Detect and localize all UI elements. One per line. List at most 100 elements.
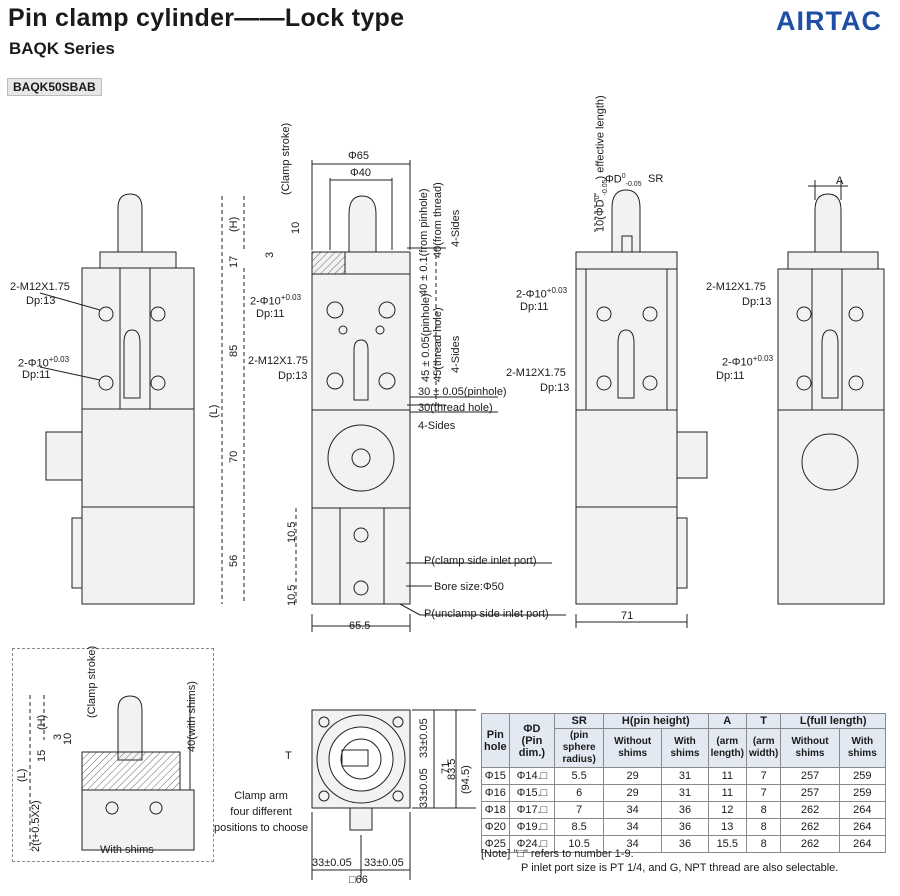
dim-17: 17	[228, 255, 240, 268]
label-m12-left: 2-M12X1.75	[10, 281, 70, 293]
notes: [Note] "□" refers to number 1-9. P inlet…	[481, 847, 838, 875]
dim-30-thread: 30(thread hole)	[418, 402, 493, 414]
label-dp11-right: Dp:11	[520, 301, 549, 313]
dim-clamp-stroke: (Clamp stroke)	[280, 122, 292, 195]
label-phi10-left: 2-Φ10+0.03	[18, 355, 70, 370]
table-cell: Φ24.□	[508, 835, 556, 853]
table-cell: Φ19.□	[508, 818, 556, 836]
dim-3: 3	[264, 251, 276, 258]
th-h-without: Without shims	[603, 728, 663, 768]
label-dp13-left: Dp:13	[26, 295, 56, 307]
table-cell: 36	[661, 801, 709, 819]
dim-phi40: Φ40	[350, 167, 372, 179]
label-p-unclamp: P(unclamp side inlet port)	[424, 608, 549, 620]
table-cell: 8	[745, 835, 782, 853]
dim-33-bottom-b: 33±0.05	[364, 857, 404, 869]
table-cell: 29	[603, 767, 663, 785]
dim-56: 56	[228, 554, 240, 567]
label-m12-far-right: 2-M12X1.75	[706, 281, 766, 293]
table-cell: Φ16	[481, 784, 510, 802]
shim-2t: 2(t+0.5X2)	[30, 800, 42, 852]
table-cell: 7	[745, 784, 782, 802]
shim-15: 15	[36, 749, 48, 762]
label-4-sides-top: 4-Sides	[450, 209, 462, 247]
table-cell: 31	[661, 767, 709, 785]
table-cell: 31	[661, 784, 709, 802]
dim-phi65: Φ65	[348, 150, 370, 162]
table-cell: Φ15.□	[508, 784, 556, 802]
th-phid: ΦD(Pin dim.)	[508, 713, 556, 768]
table-cell: Φ15	[481, 767, 510, 785]
view-main-section	[221, 160, 566, 632]
dim-65-5: 65.5	[349, 620, 371, 632]
label-bore-size: Bore size:Φ50	[434, 581, 504, 593]
dim-71: 71	[621, 610, 634, 622]
dim-83-5: 83.5	[446, 758, 458, 780]
table-cell: Φ25	[481, 835, 510, 853]
label-dp11-far-right: Dp:11	[716, 370, 745, 382]
dim-70: 70	[228, 450, 240, 463]
dim-sr: SR	[648, 173, 664, 185]
dim-40-thread: 40(from thread)	[432, 182, 444, 258]
table-cell: 264	[838, 818, 887, 836]
table-cell: Φ17.□	[508, 801, 556, 819]
table-cell: 13	[707, 818, 747, 836]
table-cell: 8	[745, 818, 782, 836]
svg-text:AIRTAC: AIRTAC	[776, 6, 882, 34]
table-cell: 34	[603, 818, 663, 836]
shim-40-with-shims: 40(with shims)	[186, 681, 198, 752]
shim-h: (H)	[36, 714, 48, 730]
label-phi10-far-right: 2-Φ10+0.03	[722, 354, 774, 369]
table-cell: 5.5	[554, 767, 605, 785]
dim-effective-length: 10(ΦD0-0.05) effective length)	[594, 95, 609, 232]
label-phi10-mid: 2-Φ10+0.03	[250, 293, 302, 308]
label-m12-mid: 2-M12X1.75	[248, 355, 308, 367]
table-cell: Φ20	[481, 818, 510, 836]
view-top	[311, 709, 476, 880]
dim-45-pinhole: 45 ± 0.05(pinhole)	[420, 293, 432, 382]
table-cell: 29	[603, 784, 663, 802]
table-cell: 262	[780, 818, 840, 836]
label-dp11-mid: Dp:11	[256, 308, 285, 320]
table-cell: 36	[661, 835, 709, 853]
page-title: Pin clamp cylinder——Lock type	[8, 4, 405, 32]
th-l: L(full length)	[780, 713, 886, 729]
airtac-logo: AIRTAC	[776, 6, 882, 34]
th-sr: SR	[554, 713, 605, 729]
view-left-side	[39, 193, 195, 605]
dim-square-66: □66	[349, 874, 368, 886]
table-cell: 8.5	[554, 818, 605, 836]
dim-10-5-lower: 10.5	[286, 584, 298, 606]
table-cell: 8	[745, 801, 782, 819]
dim-10-5-upper: 10.5	[286, 521, 298, 543]
table-cell: 11	[707, 767, 747, 785]
th-l-with: With shims	[838, 728, 887, 768]
series-subtitle: BAQK Series	[9, 39, 115, 58]
table-cell: 12	[707, 801, 747, 819]
dim-stroke-value: 10	[290, 221, 302, 234]
dim-30-pinhole: 30 ± 0.05(pinhole)	[418, 386, 507, 398]
table-cell: 262	[780, 801, 840, 819]
note-2: P inlet port size is PT 1/4, and G, NPT …	[521, 862, 839, 874]
table-cell: 264	[838, 801, 887, 819]
label-phi10-right: 2-Φ10+0.03	[516, 286, 568, 301]
table-cell: 259	[838, 767, 887, 785]
th-l-without: Without shims	[780, 728, 840, 768]
label-dp13-far-right: Dp:13	[742, 296, 772, 308]
label-m12-right: 2-M12X1.75	[506, 367, 566, 379]
table-cell: 11	[707, 784, 747, 802]
dim-85: 85	[228, 344, 240, 357]
dim-94-5: (94.5)	[460, 765, 472, 794]
table-cell: 15.5	[707, 835, 747, 853]
model-code-tag: BAQK50SBAB	[7, 78, 102, 96]
dim-33-top-a: 33±0.05	[418, 718, 430, 758]
table-cell: 264	[838, 835, 887, 853]
